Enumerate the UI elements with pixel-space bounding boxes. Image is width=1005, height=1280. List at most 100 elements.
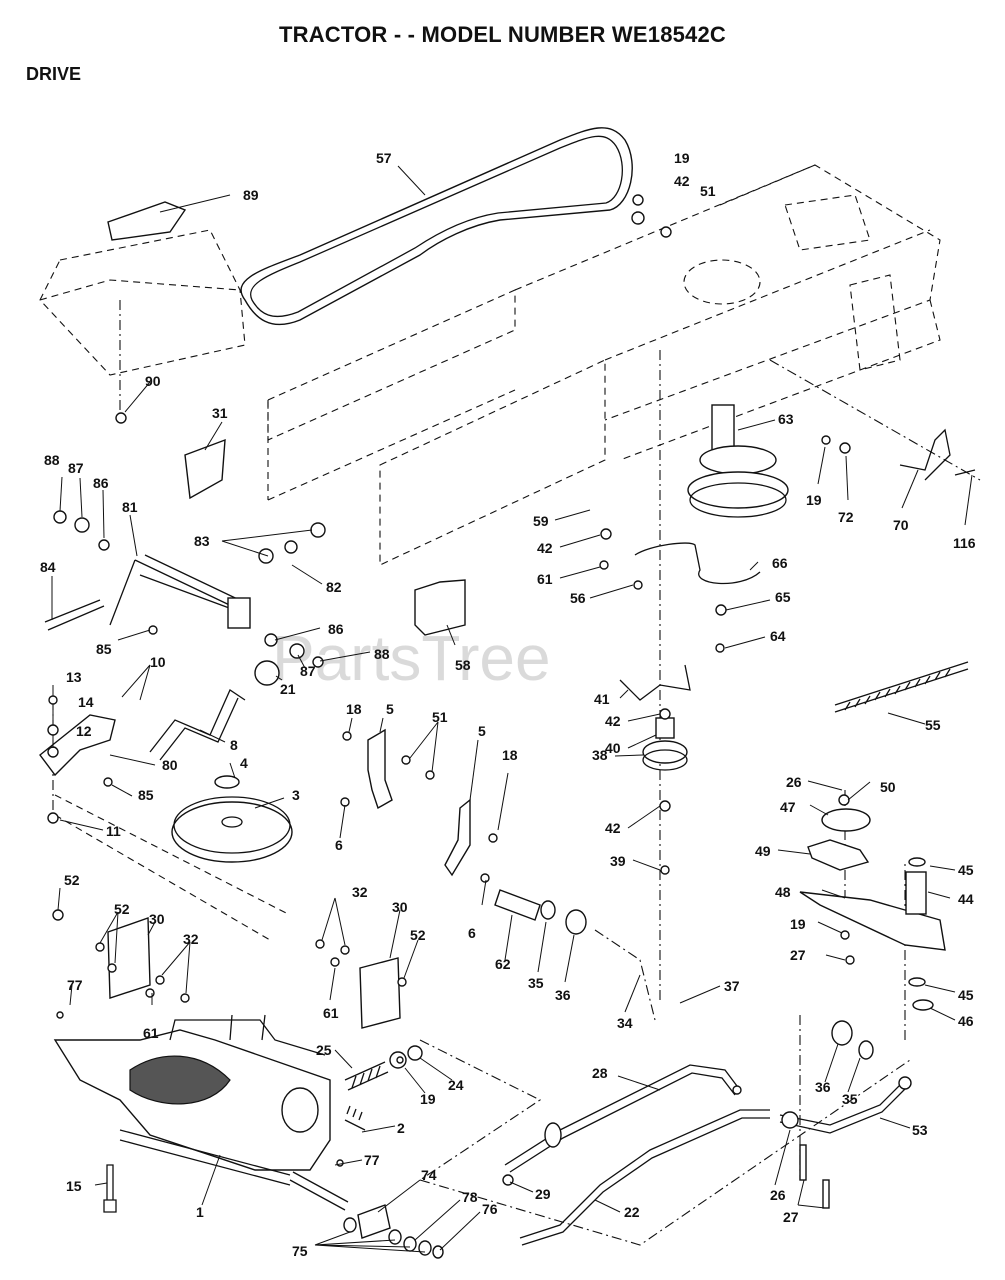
callout-labels: 57 19 42 51 89 90 31 63 19 72 70 116 88 … bbox=[40, 150, 976, 1259]
watermark-text: PartsTree bbox=[272, 622, 551, 694]
callout-85: 85 bbox=[96, 641, 112, 657]
callout-6: 6 bbox=[335, 837, 343, 853]
callout-58: 58 bbox=[455, 657, 471, 673]
idler-pulley-2 bbox=[821, 808, 871, 832]
callout-38: 38 bbox=[592, 747, 608, 763]
callout-13: 13 bbox=[66, 669, 82, 685]
callout-44: 44 bbox=[958, 891, 974, 907]
callout-66: 66 bbox=[772, 555, 788, 571]
callout-45: 45 bbox=[958, 862, 974, 878]
callout-65: 65 bbox=[775, 589, 791, 605]
callout-42: 42 bbox=[674, 173, 690, 189]
callout-42: 42 bbox=[537, 540, 553, 556]
cross-shaft bbox=[109, 554, 251, 626]
transaxle bbox=[53, 1014, 349, 1211]
drive-belt bbox=[240, 127, 633, 326]
callout-24: 24 bbox=[448, 1077, 464, 1093]
callout-19: 19 bbox=[790, 916, 806, 932]
callout-19: 19 bbox=[674, 150, 690, 166]
callout-85: 85 bbox=[138, 787, 154, 803]
callout-84: 84 bbox=[40, 559, 56, 575]
callout-57: 57 bbox=[376, 150, 392, 166]
callout-80: 80 bbox=[162, 757, 178, 773]
callout-27: 27 bbox=[783, 1209, 799, 1225]
callout-5: 5 bbox=[478, 723, 486, 739]
callout-74: 74 bbox=[421, 1167, 437, 1183]
callout-61: 61 bbox=[323, 1005, 339, 1021]
callout-75: 75 bbox=[292, 1243, 308, 1259]
mount-bracket-left bbox=[107, 917, 151, 999]
callout-32: 32 bbox=[183, 931, 199, 947]
callout-19: 19 bbox=[806, 492, 822, 508]
tractor-frame bbox=[39, 164, 981, 1246]
callout-35: 35 bbox=[528, 975, 544, 991]
callout-36: 36 bbox=[815, 1079, 831, 1095]
shield-plate bbox=[414, 579, 466, 636]
callout-51: 51 bbox=[700, 183, 716, 199]
brake-rod bbox=[504, 1064, 741, 1173]
callout-77: 77 bbox=[67, 977, 83, 993]
spacer-tube bbox=[494, 889, 541, 921]
callout-45: 45 bbox=[958, 987, 974, 1003]
callout-30: 30 bbox=[149, 911, 165, 927]
mount-bracket-right bbox=[359, 957, 401, 1029]
callout-12: 12 bbox=[76, 723, 92, 739]
callout-34: 34 bbox=[617, 1015, 633, 1031]
callout-52: 52 bbox=[410, 927, 426, 943]
callout-76: 76 bbox=[482, 1201, 498, 1217]
callout-35: 35 bbox=[842, 1091, 858, 1107]
callout-56: 56 bbox=[570, 590, 586, 606]
transmission-pulley bbox=[171, 801, 293, 863]
callout-50: 50 bbox=[880, 779, 896, 795]
callout-21: 21 bbox=[280, 681, 296, 697]
callout-61: 61 bbox=[537, 571, 553, 587]
callout-42: 42 bbox=[605, 820, 621, 836]
spring bbox=[344, 1061, 389, 1091]
callout-88: 88 bbox=[374, 646, 390, 662]
callout-36: 36 bbox=[555, 987, 571, 1003]
callout-42: 42 bbox=[605, 713, 621, 729]
callout-87: 87 bbox=[68, 460, 84, 476]
callout-49: 49 bbox=[755, 843, 771, 859]
bushing bbox=[905, 871, 927, 915]
callout-78: 78 bbox=[462, 1189, 478, 1205]
callout-26: 26 bbox=[786, 774, 802, 790]
callout-64: 64 bbox=[770, 628, 786, 644]
callout-32: 32 bbox=[352, 884, 368, 900]
heat-shield bbox=[107, 201, 187, 241]
callout-2: 2 bbox=[397, 1120, 405, 1136]
callout-4: 4 bbox=[240, 755, 248, 771]
callout-31: 31 bbox=[212, 405, 228, 421]
idler-bracket-left bbox=[367, 728, 393, 810]
callout-52: 52 bbox=[64, 872, 80, 888]
callout-29: 29 bbox=[535, 1186, 551, 1202]
callout-77: 77 bbox=[364, 1152, 380, 1168]
brake-plate bbox=[39, 714, 116, 777]
shift-rod bbox=[519, 1109, 770, 1246]
callout-72: 72 bbox=[838, 509, 854, 525]
callout-89: 89 bbox=[243, 187, 259, 203]
callout-61: 61 bbox=[143, 1025, 159, 1041]
callout-70: 70 bbox=[893, 517, 909, 533]
callout-15: 15 bbox=[66, 1178, 82, 1194]
callout-11: 11 bbox=[106, 823, 121, 839]
callout-82: 82 bbox=[326, 579, 342, 595]
callout-53: 53 bbox=[912, 1122, 928, 1138]
shaft-bracket bbox=[227, 597, 251, 629]
callout-14: 14 bbox=[78, 694, 94, 710]
callout-26: 26 bbox=[770, 1187, 786, 1203]
callout-30: 30 bbox=[392, 899, 408, 915]
idler-bracket-right bbox=[444, 798, 471, 877]
callout-28: 28 bbox=[592, 1065, 608, 1081]
callout-62: 62 bbox=[495, 956, 511, 972]
callout-55: 55 bbox=[925, 717, 941, 733]
callout-25: 25 bbox=[316, 1042, 332, 1058]
knob bbox=[254, 660, 280, 686]
callout-116: 116 bbox=[953, 535, 976, 551]
fasteners bbox=[47, 194, 855, 1186]
callout-47: 47 bbox=[780, 799, 796, 815]
callout-19: 19 bbox=[420, 1091, 436, 1107]
callout-52: 52 bbox=[114, 901, 130, 917]
callout-83: 83 bbox=[194, 533, 210, 549]
